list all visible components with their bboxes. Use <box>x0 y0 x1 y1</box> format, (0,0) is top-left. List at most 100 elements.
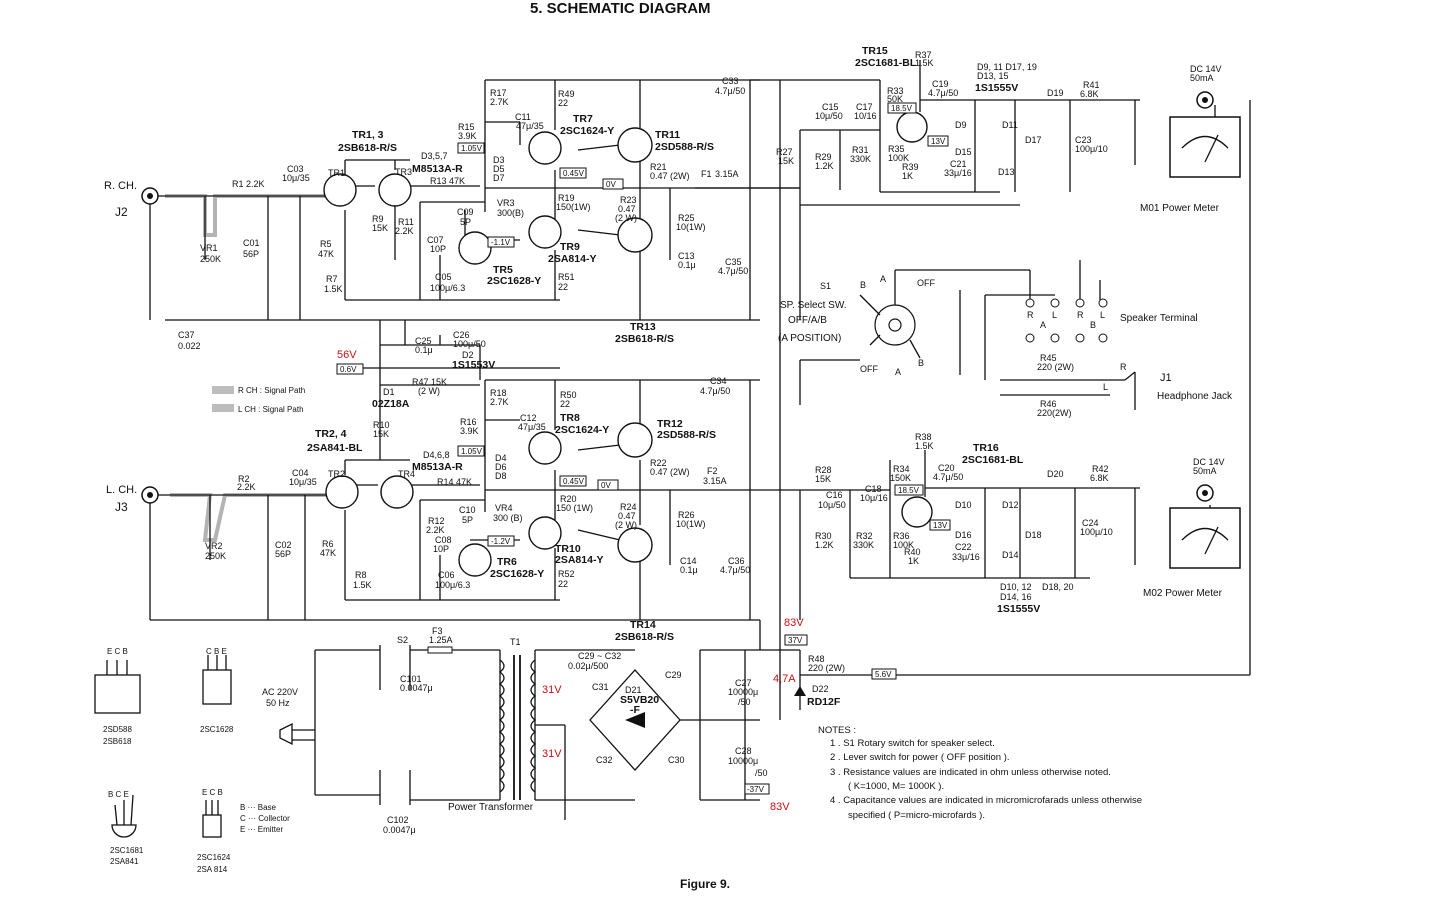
label-r17-value: 2.7K <box>490 97 509 107</box>
label-sw-b-bottom: B <box>918 358 924 368</box>
label-r27: R27 <box>776 147 793 157</box>
label-r51-value: 22 <box>558 282 568 292</box>
label-r12: R12 <box>428 516 445 526</box>
legend-r-path: R CH : Signal Path <box>238 386 305 395</box>
label-r26-value: 10(1W) <box>676 519 706 529</box>
label-r7-value: 1.5K <box>324 284 343 294</box>
label-c19: C19 <box>932 79 949 89</box>
label-j3: J3 <box>115 500 128 514</box>
label-r25-value: 10(1W) <box>676 222 706 232</box>
label-power-transformer: Power Transformer <box>448 802 534 813</box>
label-r6: R6 <box>322 539 334 549</box>
label-d4: D4 <box>495 453 507 463</box>
label-switch-positions: OFF/A/B <box>788 315 827 326</box>
label-sw-b-top: B <box>860 280 866 290</box>
label-tr5: TR5 <box>493 264 513 276</box>
label-r22-value: 0.47 (2W) <box>650 467 690 477</box>
label-r13: R13 47K <box>430 176 465 186</box>
label-r35-value: 100K <box>888 153 909 163</box>
label-tr14: TR14 <box>630 619 656 631</box>
label-r46-value: 220(2W) <box>1037 408 1072 418</box>
label-term-l1: L <box>1052 310 1057 320</box>
label-r24: R24 <box>620 502 637 512</box>
label-r31: R31 <box>852 145 869 155</box>
label-r34-value: 150K <box>890 473 911 483</box>
label-r7: R7 <box>326 274 338 284</box>
label-r33: R33 <box>887 86 904 96</box>
pinout-3-part-a: 2SC1681 <box>110 846 144 855</box>
label-tr3: TR3 <box>395 167 412 177</box>
label-c16: C16 <box>826 490 843 500</box>
label-c23: C23 <box>1075 135 1092 145</box>
label-d22: D22 <box>812 684 829 694</box>
label-r52-value: 22 <box>558 579 568 589</box>
label-r51: R51 <box>558 272 575 282</box>
label-r42-value: 6.8K <box>1090 473 1109 483</box>
label-r23: R23 <box>620 195 637 205</box>
transistor-tr10 <box>528 516 562 550</box>
label-c27-volt: /50 <box>738 697 751 707</box>
label-c101-value: 0.0047μ <box>400 683 433 693</box>
label-c09: C09 <box>457 207 474 217</box>
label-speaker-terminal: Speaker Terminal <box>1120 313 1198 324</box>
zener-d22 <box>794 686 806 696</box>
label-vr4: VR4 <box>495 503 513 513</box>
label-sw-off-bottom: OFF <box>860 364 878 374</box>
label-c14: C14 <box>680 556 697 566</box>
label-r8-value: 1.5K <box>353 580 372 590</box>
label-c27: C27 <box>735 678 752 688</box>
meter-m02 <box>1169 507 1241 569</box>
label-r9-value: 15K <box>372 223 388 233</box>
pinout-4-part-a: 2SC1624 <box>197 853 231 862</box>
label-c17-value: 10/16 <box>854 111 877 121</box>
label-d3: D3 <box>493 155 505 165</box>
voltage-13-r: 13V <box>931 137 946 146</box>
r-signal-path <box>165 194 330 237</box>
label-d-part-l: 1S1555V <box>997 603 1040 615</box>
transistor-tr1 <box>323 173 357 207</box>
pinout-3-part-b: 2SA841 <box>110 857 139 866</box>
voltage-045-r: 0.45V <box>563 169 585 178</box>
label-tr16: TR16 <box>973 442 999 454</box>
label-r-ch: R. CH. <box>104 180 137 192</box>
transistor-tr16 <box>901 496 933 528</box>
label-r41-value: 6.8K <box>1080 89 1099 99</box>
pinout-drawings <box>94 655 232 838</box>
label-r33-value: 50K <box>887 94 903 104</box>
label-d20: D20 <box>1047 469 1064 479</box>
label-d5: D5 <box>493 164 505 174</box>
label-r10: R10 <box>373 420 390 430</box>
label-c26-value: 100μ/50 <box>453 339 486 349</box>
label-c19-value: 4.7μ/50 <box>928 88 958 98</box>
label-r5: R5 <box>320 239 332 249</box>
label-r28-value: 15K <box>815 474 831 484</box>
label-r38: R38 <box>915 432 932 442</box>
label-r20-value: 150 (1W) <box>556 503 593 513</box>
label-sw-off-top: OFF <box>917 278 935 288</box>
label-tr4: TR4 <box>398 469 415 479</box>
label-r1: R1 2.2K <box>232 179 265 189</box>
label-meter-r: M01 Power Meter <box>1140 203 1220 214</box>
label-c12: C12 <box>520 413 537 423</box>
note-3: 3 . Resistance values are indicated in o… <box>830 767 1111 778</box>
label-meter-l: M02 Power Meter <box>1143 588 1223 599</box>
label-tr6: TR6 <box>497 556 517 568</box>
label-r45: R45 <box>1040 353 1057 363</box>
label-vr2-value: 250K <box>205 551 226 561</box>
label-r37-value: 1.5K <box>915 58 934 68</box>
ac-plug <box>279 722 315 746</box>
label-c24-value: 100μ/10 <box>1080 527 1113 537</box>
annotation-83v-top: 83V <box>784 617 804 629</box>
label-c08: C08 <box>435 535 452 545</box>
label-d-group2: D13, 15 <box>977 71 1009 81</box>
note-4b: specified ( P=micro-microfards ). <box>848 810 985 821</box>
label-c04-value: 10μ/35 <box>289 477 317 487</box>
label-c34-value: 4.7μ/50 <box>700 386 730 396</box>
label-r14: R14 47K <box>437 477 472 487</box>
label-c03: C03 <box>287 164 304 174</box>
label-d12: D12 <box>1002 500 1019 510</box>
label-c13: C13 <box>678 251 695 261</box>
label-r23-value: 0.47 <box>618 204 636 214</box>
voltage-105-l: 1.05V <box>461 447 483 456</box>
label-c02: C02 <box>275 540 292 550</box>
